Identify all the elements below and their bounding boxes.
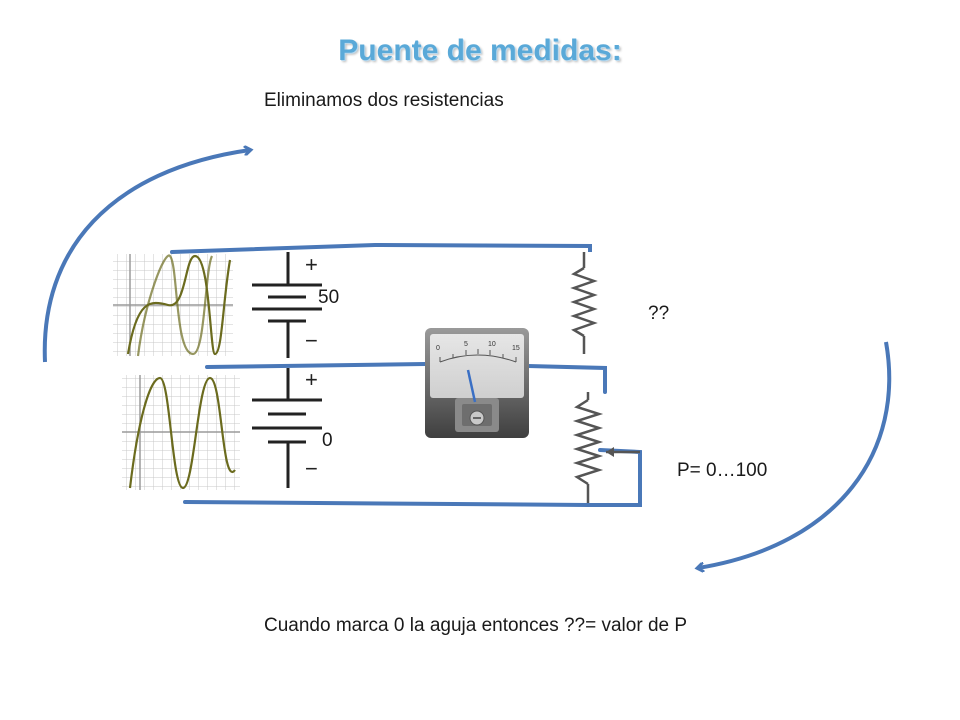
meter-scale-5: 5	[464, 341, 468, 348]
signal-generator-bottom	[122, 375, 240, 490]
page-title: Puente de medidas:	[338, 34, 622, 67]
battery-bottom-minus: −	[305, 456, 318, 481]
curved-arrow-down-icon	[698, 341, 892, 568]
meter-scale-10: 10	[488, 341, 496, 348]
curved-arrow-up-icon	[42, 150, 250, 363]
potentiometer-label: P= 0…100	[677, 460, 768, 481]
meter-scale-0: 0	[436, 345, 440, 352]
battery-bottom-icon	[252, 368, 322, 488]
unknown-resistor-label: ??	[648, 303, 670, 324]
meter-needle	[466, 369, 477, 403]
source-bottom-value-label: 0	[322, 430, 333, 451]
battery-top-icon	[252, 252, 322, 358]
caption: Cuando marca 0 la aguja entonces ??= val…	[264, 615, 688, 636]
potentiometer-icon	[572, 392, 640, 503]
battery-top-plus: +	[305, 252, 318, 277]
meter-scale-15: 15	[512, 345, 520, 352]
unknown-resistor-icon	[566, 252, 600, 356]
source-top-value-label: 50	[318, 287, 340, 308]
galvanometer: 0 5 10 15	[425, 328, 529, 438]
battery-top-minus: −	[305, 328, 318, 353]
signal-generator-top	[113, 254, 233, 357]
battery-bottom-plus: +	[305, 367, 318, 392]
subtitle: Eliminamos dos resistencias	[264, 90, 504, 111]
